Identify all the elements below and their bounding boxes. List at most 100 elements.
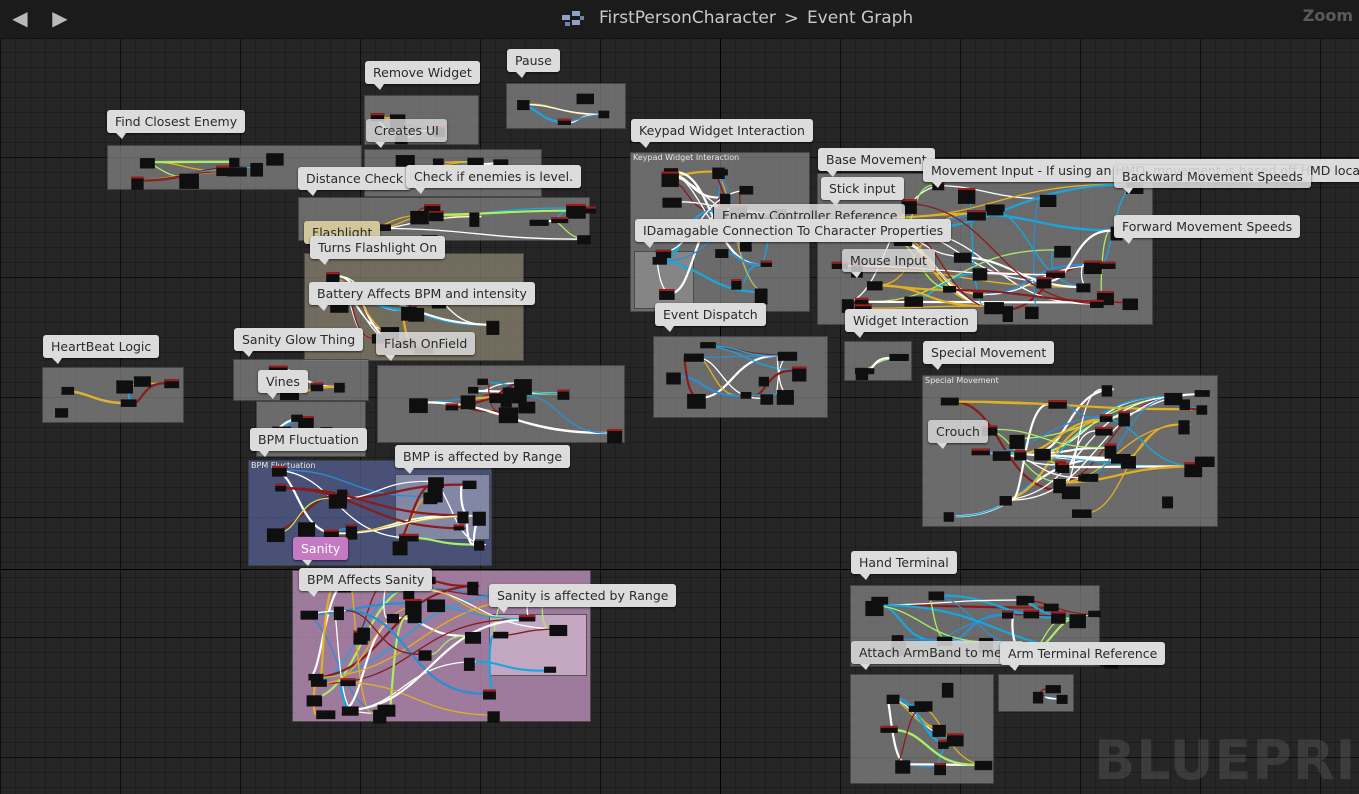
- graph-node[interactable]: [855, 304, 872, 313]
- graph-node[interactable]: [453, 524, 465, 531]
- wire[interactable]: [652, 259, 767, 294]
- graph-node[interactable]: [409, 398, 428, 414]
- graph-node[interactable]: [712, 167, 725, 180]
- comment-widget-interaction[interactable]: Widget Interaction: [845, 309, 977, 338]
- graph-node[interactable]: [719, 193, 731, 208]
- graph-node[interactable]: [999, 496, 1012, 506]
- wire[interactable]: [952, 400, 1062, 492]
- graph-node[interactable]: [306, 695, 323, 707]
- graph-node[interactable]: [116, 380, 133, 394]
- graph-node[interactable]: [576, 93, 594, 105]
- graph-node[interactable]: [865, 600, 884, 617]
- graph-node[interactable]: [374, 224, 391, 231]
- graph-node[interactable]: [971, 448, 990, 456]
- graph-node[interactable]: [370, 113, 385, 122]
- graph-node[interactable]: [357, 627, 370, 641]
- graph-node[interactable]: [467, 386, 479, 394]
- graph-node[interactable]: [333, 606, 344, 621]
- graph-node[interactable]: [866, 281, 883, 291]
- graph-node[interactable]: [275, 483, 287, 492]
- graph-node[interactable]: [1069, 614, 1086, 629]
- graph-node[interactable]: [291, 414, 303, 422]
- graph-node[interactable]: [760, 394, 774, 405]
- graph-node[interactable]: [474, 540, 485, 551]
- comment-crouch[interactable]: Crouch: [928, 420, 988, 449]
- graph-node[interactable]: [266, 153, 284, 166]
- graph-node[interactable]: [985, 204, 1005, 212]
- graph-node[interactable]: [403, 583, 415, 600]
- wire[interactable]: [994, 428, 1105, 449]
- graph-node[interactable]: [410, 210, 429, 225]
- graph-node[interactable]: [308, 673, 324, 681]
- graph-node[interactable]: [792, 366, 807, 382]
- graph-node[interactable]: [1099, 261, 1116, 269]
- graph-node[interactable]: [973, 290, 984, 299]
- graph-node[interactable]: [487, 711, 500, 723]
- graph-node[interactable]: [984, 302, 1004, 315]
- graph-node[interactable]: [1099, 414, 1113, 422]
- graph-node[interactable]: [972, 268, 988, 281]
- graph-node[interactable]: [715, 249, 729, 258]
- graph-node[interactable]: [373, 709, 387, 724]
- graph-node[interactable]: [1009, 434, 1025, 449]
- wire[interactable]: [952, 400, 1197, 411]
- graph-node[interactable]: [500, 394, 512, 408]
- comment-mouse-input[interactable]: Mouse Input: [842, 249, 935, 278]
- wire[interactable]: [475, 660, 545, 672]
- graph-node[interactable]: [992, 451, 1011, 461]
- comment-battery-affects[interactable]: Battery Affects BPM and intensity: [309, 282, 535, 311]
- forward-arrow-icon[interactable]: ▶: [52, 6, 68, 30]
- wire[interactable]: [308, 584, 480, 679]
- graph-node[interactable]: [871, 596, 889, 605]
- graph-node[interactable]: [551, 217, 569, 224]
- graph-node[interactable]: [776, 390, 794, 405]
- graph-node[interactable]: [549, 624, 568, 637]
- comment-vines[interactable]: Vines: [258, 370, 308, 399]
- wire[interactable]: [967, 213, 1123, 232]
- graph-node[interactable]: [297, 522, 316, 537]
- graph-node[interactable]: [700, 342, 716, 349]
- graph-node[interactable]: [427, 486, 443, 503]
- graph-node[interactable]: [1104, 443, 1117, 459]
- graph-node[interactable]: [428, 210, 444, 222]
- comment-bmp-range[interactable]: BMP is affected by Range: [395, 445, 571, 474]
- comment-heartbeat-logic[interactable]: HeartBeat Logic: [43, 335, 160, 364]
- graph-node[interactable]: [754, 288, 768, 305]
- graph-node[interactable]: [1122, 298, 1139, 311]
- wire[interactable]: [1099, 417, 1197, 468]
- wire[interactable]: [340, 681, 500, 716]
- graph-node[interactable]: [901, 199, 917, 215]
- graph-node[interactable]: [758, 376, 770, 387]
- graph-node[interactable]: [1036, 277, 1052, 289]
- graph-node[interactable]: [405, 598, 422, 615]
- wire[interactable]: [430, 635, 465, 655]
- wire[interactable]: [1048, 229, 1111, 283]
- graph-node[interactable]: [179, 173, 199, 189]
- wire[interactable]: [405, 602, 531, 620]
- graph-node[interactable]: [1039, 194, 1057, 207]
- back-arrow-icon[interactable]: ◀: [12, 6, 28, 30]
- comment-turns-flashlight-on[interactable]: Turns Flashlight On: [310, 236, 446, 265]
- graph-node[interactable]: [598, 110, 610, 119]
- graph-node[interactable]: [386, 613, 400, 624]
- graph-node[interactable]: [1178, 420, 1190, 435]
- wire[interactable]: [411, 536, 475, 546]
- graph-node[interactable]: [310, 679, 327, 687]
- graph-node[interactable]: [854, 368, 875, 375]
- wire[interactable]: [866, 249, 1055, 303]
- graph-node[interactable]: [914, 701, 933, 712]
- graph-node[interactable]: [943, 512, 954, 522]
- wire[interactable]: [1014, 417, 1112, 456]
- graph-node[interactable]: [986, 209, 1004, 216]
- graph-node[interactable]: [943, 285, 957, 293]
- graph-node[interactable]: [55, 408, 69, 418]
- graph-node[interactable]: [938, 739, 949, 749]
- graph-node[interactable]: [464, 631, 482, 644]
- graph-node[interactable]: [463, 657, 475, 671]
- graph-node[interactable]: [953, 252, 972, 263]
- graph-node[interactable]: [1179, 399, 1191, 411]
- wire[interactable]: [479, 382, 515, 392]
- wire[interactable]: [1053, 423, 1191, 484]
- graph-node[interactable]: [940, 397, 959, 406]
- graph-node[interactable]: [445, 403, 459, 411]
